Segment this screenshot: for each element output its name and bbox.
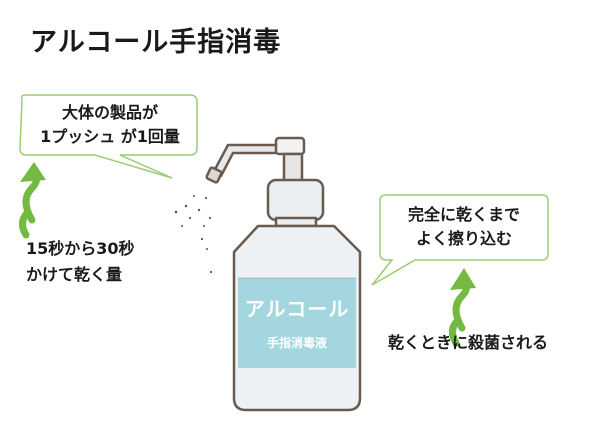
bottle-label-main: アルコール [244,297,350,321]
left-note: 15秒から30秒 かけて乾く量 [26,236,135,288]
bottle-label-sub: 手指消毒液 [266,336,327,350]
right-speech-bubble [371,194,549,286]
left-note-line1: 15秒から30秒 [26,239,135,258]
right-bubble-line1: 完全に乾くまで [407,205,520,224]
right-arrow-head-icon [450,268,476,290]
left-bubble-line2: 1プッシュ が1回量 [40,127,180,146]
page-title: アルコール手指消毒 [30,27,282,58]
spray-droplets-icon [174,195,213,274]
left-bubble-text: 大体の製品が 1プッシュ が1回量 [28,101,192,149]
right-bubble-line2: よく擦り込む [415,229,512,248]
left-bubble-line1: 大体の製品が [61,103,158,122]
left-speech-bubble [19,94,198,179]
right-bubble-text: 完全に乾くまで よく擦り込む [384,203,544,251]
left-arrow-head-icon [20,162,46,182]
left-note-line2: かけて乾く量 [26,265,123,284]
pump-bottle-icon [205,136,362,412]
right-note: 乾くときに殺菌される [388,333,549,352]
